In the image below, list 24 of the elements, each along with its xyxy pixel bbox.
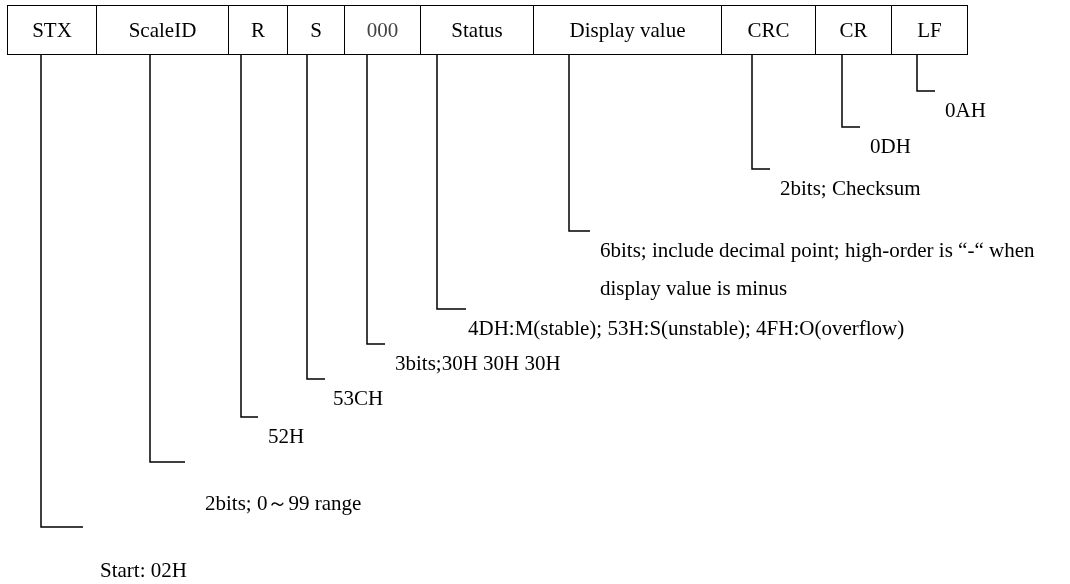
field-description: 6bits; include decimal point; high-order is “-“ when display value is minus <box>590 227 1040 307</box>
field-description: 2bits; Checksum <box>770 165 990 207</box>
frame-field: STX <box>7 5 97 55</box>
frame-field: S <box>287 5 345 55</box>
frame-field: CR <box>815 5 892 55</box>
leader-line <box>916 54 936 92</box>
leader-line <box>240 54 259 418</box>
frame-field: ScaleID <box>96 5 229 55</box>
frame-field: Status <box>420 5 534 55</box>
field-description: 2bits; 0～99 range <box>185 458 445 522</box>
field-description: Start: 02H <box>83 523 283 584</box>
frame-field: R <box>228 5 288 55</box>
leader-line <box>841 54 861 128</box>
frame-field: CRC <box>721 5 816 55</box>
leader-line <box>149 54 186 463</box>
frame-field: 000 <box>344 5 421 55</box>
frame-field: LF <box>891 5 968 55</box>
leader-line <box>40 54 84 528</box>
frame-field: Display value <box>533 5 722 55</box>
leader-line <box>568 54 591 232</box>
leader-line <box>751 54 771 170</box>
leader-line <box>366 54 386 345</box>
leader-line <box>306 54 326 380</box>
leader-line <box>436 54 467 310</box>
